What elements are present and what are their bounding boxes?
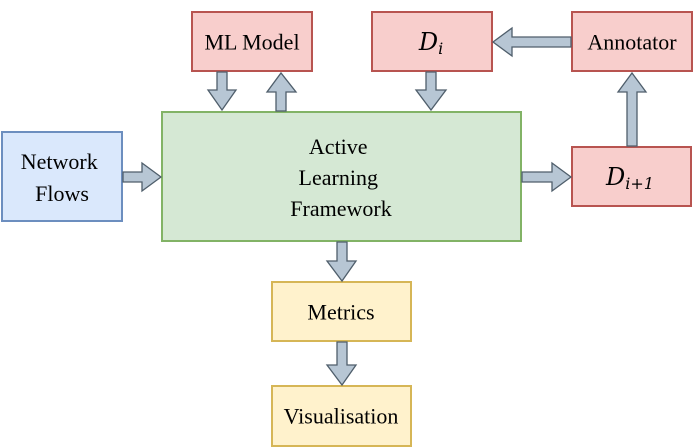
network-flows-line-2: Flows [35, 181, 89, 206]
framework-line-3: Framework [290, 196, 391, 221]
arrow-flows-to-framework [122, 161, 163, 193]
arrow-framework-to-model [265, 71, 298, 112]
d-i-subscript: i [438, 39, 443, 58]
d-i-plus-1-subscript: i+1 [625, 174, 654, 193]
d-i-plus-1-symbol: D [605, 163, 625, 191]
ml-model-label: ML Model [204, 30, 299, 55]
framework-label: Active Learning Framework [290, 134, 391, 221]
d-i-label: Di [418, 28, 443, 58]
framework-line-2: Learning [299, 165, 378, 190]
network-flows-box [1, 131, 123, 222]
arrow-framework-to-metrics [325, 241, 358, 283]
annotator-label: Annotator [587, 30, 677, 55]
arrow-model-to-framework [206, 71, 238, 112]
metrics-box [271, 281, 412, 342]
d-i-plus-1-label: Di+1 [605, 163, 654, 193]
annotator-box [571, 11, 693, 72]
d-i-plus-1-box [571, 146, 692, 207]
arrow-annotator-to-d-i [491, 26, 572, 58]
visualisation-label: Visualisation [284, 404, 399, 429]
network-flows-line-1: Network [21, 149, 98, 174]
d-i-symbol: D [418, 28, 438, 56]
ml-model-box [191, 11, 313, 72]
arrow-d-i-to-framework [414, 71, 448, 112]
arrow-metrics-to-visualisation [325, 341, 358, 387]
arrow-d-i-plus-1-to-annotator [616, 71, 648, 147]
d-i-box [371, 11, 493, 72]
metrics-label: Metrics [307, 300, 374, 325]
active-learning-framework-box [161, 111, 522, 242]
network-flows-label: Network Flows [21, 149, 103, 206]
visualisation-box [271, 385, 412, 447]
framework-line-1: Active [309, 134, 368, 159]
arrow-framework-to-d-i-plus-1 [521, 161, 573, 193]
